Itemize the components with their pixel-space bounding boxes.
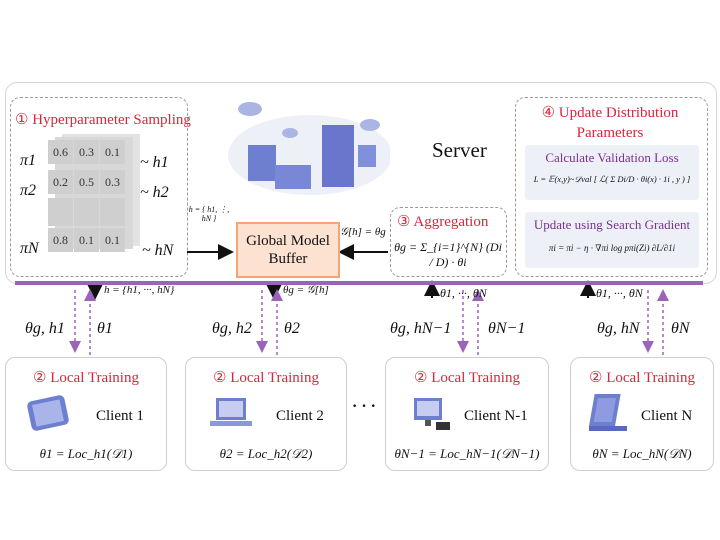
client-up-label: θ1 <box>97 320 113 337</box>
search-gradient-box: Update using Search Gradient πi = πi − η… <box>525 212 699 268</box>
more-clients-ellipsis: · · · <box>352 398 377 415</box>
matrix-cell <box>100 198 125 226</box>
probability-matrix: 0.6 0.3 0.1 0.2 0.5 0.3 0.8 0.1 0.1 <box>48 134 140 260</box>
client-name: Client N-1 <box>464 408 528 424</box>
local-training-formula: θN−1 = Loc_hN−1(𝒟N−1) <box>394 446 540 461</box>
matrix-cell <box>48 198 73 226</box>
update-input-label: θ1, ···, θN <box>596 286 643 300</box>
aggregation-formula: θg = Σ_{i=1}^{N} (Di / D) · θi <box>394 240 502 269</box>
pi-row-label: πN <box>20 240 39 257</box>
step1-title: ① Hyperparameter Sampling <box>15 112 191 128</box>
matrix-cell <box>74 198 99 226</box>
aggregation-panel <box>390 207 507 277</box>
server-label: Server <box>432 138 487 162</box>
server-building-icon <box>275 165 311 189</box>
laptop-icon <box>210 398 252 426</box>
update-distribution-panel <box>515 97 708 277</box>
buffer-output-label: θg = 𝒢[h] <box>283 284 329 296</box>
client-n-1-panel: ② Local Training Client N-1 θN−1 = Loc_h… <box>385 357 549 471</box>
server-building-icon <box>322 125 354 187</box>
sample-label: ~ h1 <box>140 154 169 171</box>
buffer-input-label: 𝒢[h] = θg <box>340 226 386 238</box>
hyperparameter-set-label: h = { h1, ⋮, hN } <box>188 205 230 223</box>
matrix-cell: 0.1 <box>100 140 125 164</box>
client-down-label: θg, h2 <box>212 320 252 337</box>
search-gradient-title: Update using Search Gradient <box>533 217 691 232</box>
local-training-title: ② Local Training <box>589 370 695 386</box>
local-training-title: ② Local Training <box>414 370 520 386</box>
local-training-formula: θN = Loc_hN(𝒟N) <box>592 446 692 461</box>
client-up-label: θ2 <box>284 320 300 337</box>
pi-row-label: π1 <box>20 152 37 169</box>
matrix-cell: 0.1 <box>74 228 99 252</box>
communication-bus <box>15 281 703 285</box>
flow-arrows <box>69 244 669 355</box>
client-name: Client 2 <box>276 408 324 424</box>
client-2-panel: ② Local Training Client 2 θ2 = Loc_h2(𝒟2… <box>185 357 347 471</box>
server-cloud-illustration <box>228 102 390 195</box>
server-building-icon <box>248 145 276 181</box>
client-down-label: θg, hN <box>597 320 640 337</box>
sample-label: ~ hN <box>142 242 174 259</box>
local-training-title: ② Local Training <box>213 370 319 386</box>
pi-row-label: π2 <box>20 182 37 199</box>
matrix-cell: 0.8 <box>48 228 73 252</box>
matrix-cell: 0.1 <box>100 228 125 252</box>
local-training-formula: θ1 = Loc_h1(𝒟1) <box>39 446 133 461</box>
smartphone-icon <box>27 395 69 431</box>
matrix-cell: 0.3 <box>100 170 125 194</box>
matrix-cell: 0.5 <box>74 170 99 194</box>
client-name: Client N <box>641 408 693 424</box>
validation-loss-box: Calculate Validation Loss L = 𝔼(x,y)~𝒟va… <box>525 145 699 200</box>
search-gradient-formula: πi = πi − η · ∇πi log pπi(Zi) ∂L/∂1i <box>548 243 676 253</box>
validation-loss-title: Calculate Validation Loss <box>545 150 679 165</box>
cloud-icon <box>238 102 262 116</box>
hyperparameter-sampling-panel <box>10 97 188 277</box>
aggregation-input-label: θ1, ···, θN <box>440 286 487 300</box>
desktop-computer-icon <box>414 398 450 430</box>
cloud-icon <box>282 128 298 138</box>
hyperparameter-dispatch-label: h = {h1, ···, hN} <box>104 284 175 296</box>
client-up-label: θN−1 <box>488 320 526 337</box>
local-training-formula: θ2 = Loc_h2(𝒟2) <box>219 446 313 461</box>
client-n-panel: ② Local Training Client N θN = Loc_hN(𝒟N… <box>570 357 714 471</box>
local-training-title: ② Local Training <box>33 370 139 386</box>
matrix-cell: 0.3 <box>74 140 99 164</box>
sample-label: ~ h2 <box>140 184 169 201</box>
client-down-label: θg, hN−1 <box>390 320 452 337</box>
tablet-icon <box>589 394 627 431</box>
validation-loss-formula: L = 𝔼(x,y)~𝒟val [ ℒ( Σ Di/D · θi(x) · 1i… <box>533 174 691 184</box>
client-down-label: θg, h1 <box>25 320 65 337</box>
client-name: Client 1 <box>96 408 144 424</box>
client-1-panel: ② Local Training Client 1 θ1 = Loc_h1(𝒟1… <box>5 357 167 471</box>
matrix-cell: 0.2 <box>48 170 73 194</box>
matrix-cell: 0.6 <box>48 140 73 164</box>
step4-title: ④ Update Distribution Parameters <box>541 105 679 141</box>
client-up-label: θN <box>671 320 690 337</box>
step3-title: ③ Aggregation <box>397 214 489 230</box>
global-model-buffer: Global Model Buffer <box>236 222 340 278</box>
